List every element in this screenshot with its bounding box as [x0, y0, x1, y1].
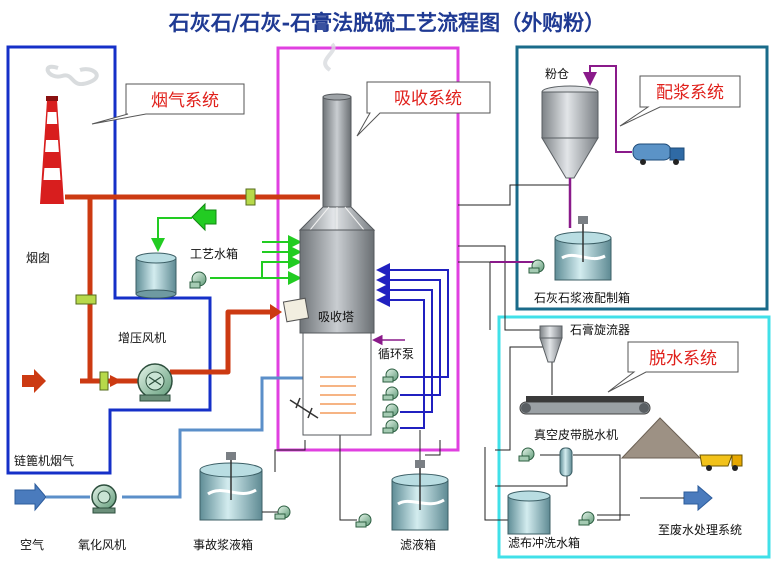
slurry-feed-pump — [528, 259, 545, 274]
boiler-flue-gas-label: 链篦机烟气 — [14, 453, 74, 468]
oxidation-air-line — [122, 376, 322, 499]
process-water-tank-label: 工艺水箱 — [190, 246, 238, 261]
slurry-prep-system-label: 配浆系统 — [656, 83, 724, 103]
recycle-pumps — [382, 368, 399, 434]
cloth-wash-tank-label: 滤布冲洗水箱 — [508, 535, 580, 550]
absorber-tower — [298, 42, 376, 436]
slurry-pipes — [274, 184, 630, 521]
tanker-truck — [632, 143, 685, 165]
slurry-prep-system-callout: 配浆系统 — [619, 75, 741, 127]
absorber-inlet-arrowhead — [270, 304, 282, 320]
slurry-prep-system-frame — [515, 45, 769, 311]
gas-gas-heater — [282, 297, 310, 323]
process-water-inlet-arrow — [191, 202, 217, 232]
powder-silo-label: 粉仓 — [545, 67, 569, 81]
diagram-title: 石灰石/石灰-石膏法脱硫工艺流程图（外购粉） — [168, 10, 605, 35]
filtrate-tank-icon — [391, 460, 449, 531]
absorption-system-label: 吸收系统 — [394, 89, 462, 109]
absorption-system-frame — [276, 46, 460, 452]
powder-silo — [541, 85, 599, 179]
damper-main — [245, 188, 256, 206]
absorber-label: 吸收塔 — [318, 310, 354, 324]
dewatering-system-label: 脱水系统 — [649, 349, 717, 369]
recirculation-lines — [376, 263, 449, 429]
emergency-tank-label: 事故浆液箱 — [193, 537, 253, 552]
gypsum-pile — [620, 417, 702, 459]
absorption-system-callout: 吸收系统 — [356, 81, 491, 137]
oxidation-fan-label: 氧化风机 — [78, 538, 126, 552]
gypsum-cyclone — [539, 325, 563, 363]
oxidation-fan — [91, 484, 117, 514]
filtrate-pump — [355, 513, 372, 528]
filtrate-receiver — [559, 447, 573, 477]
duct-inlet-arrowhead — [110, 375, 122, 387]
filtrate-tank-label: 滤液箱 — [400, 537, 436, 552]
dump-truck — [699, 454, 743, 471]
chimney-label: 烟囱 — [26, 251, 50, 265]
belt-filter-label: 真空皮带脱水机 — [534, 427, 618, 442]
process-water-lines — [151, 217, 302, 285]
limestone-tank-label: 石灰石浆液配制箱 — [534, 290, 630, 305]
booster-fan — [137, 363, 173, 402]
flue-gas-system-frame — [6, 45, 212, 475]
dewatering-system-callout: 脱水系统 — [607, 341, 739, 393]
damper-bypass — [75, 294, 97, 305]
powder-feed-line — [583, 65, 632, 153]
gypsum-cyclone-label: 石膏旋流器 — [570, 322, 630, 337]
oxidation-air-inlet-arrow — [14, 482, 47, 512]
cloth-wash-pump — [578, 511, 595, 526]
booster-fan-label: 增压风机 — [118, 331, 166, 345]
process-water-tank — [135, 252, 177, 299]
flue-gas-system-label: 烟气系统 — [151, 91, 219, 111]
dewatering-pump — [518, 447, 535, 462]
process-water-pump — [189, 271, 207, 289]
wastewater-arrow — [683, 484, 713, 512]
flue-gas-ducts — [65, 194, 320, 384]
flue-gas-system-callout: 烟气系统 — [91, 83, 245, 125]
wastewater-label: 至废水处理系统 — [658, 522, 742, 537]
cloth-wash-tank-icon — [507, 490, 551, 535]
absorber-agitator — [289, 397, 319, 419]
absorber-spray-levels — [320, 376, 356, 414]
recycle-pump-label: 循环泵 — [378, 347, 414, 361]
vacuum-belt-filter — [519, 396, 651, 415]
limestone-slurry-tank — [554, 216, 612, 281]
flue-inlet-arrow — [22, 369, 46, 393]
damper-inlet — [99, 371, 109, 391]
air-label: 空气 — [20, 537, 44, 552]
emergency-slurry-tank-icon — [199, 452, 263, 521]
dewatering-system-frame — [497, 315, 771, 559]
chimney — [40, 64, 99, 204]
